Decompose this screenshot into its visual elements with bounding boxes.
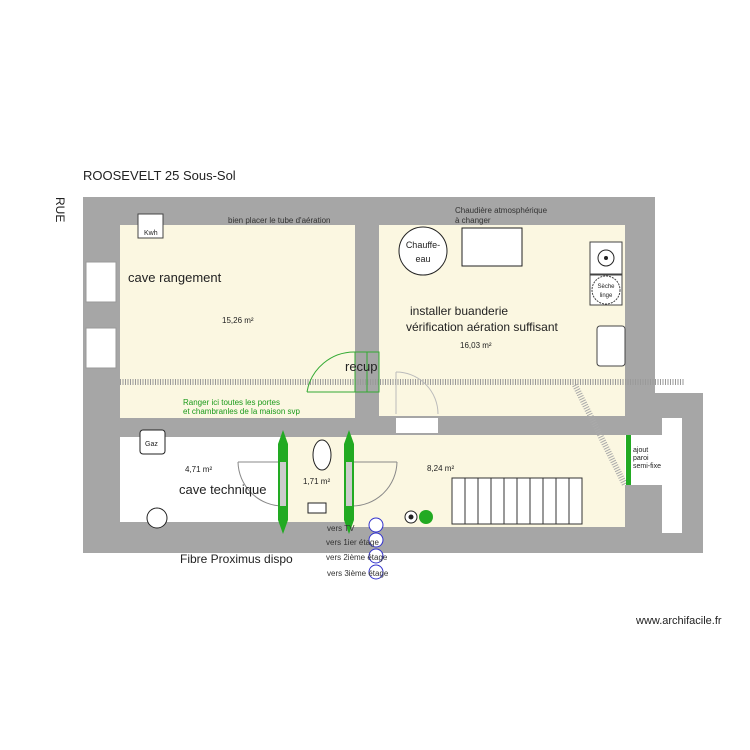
door-frame (346, 462, 352, 506)
dryer-label-2: linge (600, 293, 613, 299)
area-cave-rangement: 15,26 m² (222, 316, 254, 325)
annex-opening (662, 418, 682, 533)
dryer-drum-icon (591, 275, 621, 305)
door-frame (280, 462, 286, 506)
network-label: vers 1ier étage (326, 538, 379, 547)
sink (596, 325, 626, 367)
boiler (461, 227, 523, 267)
network-label: vers TV (327, 524, 355, 533)
semi-fixed-wall (626, 435, 631, 485)
door-recup-leaf[interactable] (366, 351, 380, 393)
gas-meter (139, 429, 166, 455)
note-portes-2: et chambranles de la maison svp (183, 407, 301, 416)
drain-center (408, 514, 414, 520)
area-hall: 8,24 m² (427, 464, 454, 473)
room-label-cave-technique: cave technique (179, 482, 266, 497)
staircase[interactable] (451, 477, 583, 525)
watermark: www.archifacile.fr (635, 615, 722, 627)
room-label-buanderie-2: vérification aération suffisant (406, 320, 559, 334)
area-buanderie: 16,03 m² (460, 341, 492, 350)
room-label-cave-rangement: cave rangement (128, 270, 222, 285)
water-heater-label: Chauffe- (406, 240, 440, 250)
door-swing-technique[interactable] (237, 461, 284, 507)
room-cave-rangement[interactable] (120, 225, 355, 418)
note-paroi-3: semi-fixe (633, 463, 661, 470)
door-swing-stairs[interactable] (395, 371, 439, 415)
door-swing-recup[interactable] (306, 351, 356, 393)
area-cave-technique: 4,71 m² (185, 465, 212, 474)
street-label: RUE (53, 197, 67, 222)
window (85, 327, 117, 369)
dryer-label: Sèche (597, 284, 615, 290)
network-label: vers 2ième étage (326, 553, 388, 562)
washing-drum-center (604, 256, 608, 260)
water-heater-label-2: eau (415, 254, 430, 264)
door-opening (396, 418, 438, 433)
room-label-recup: recup (345, 359, 378, 374)
door-swing-wc[interactable] (351, 461, 398, 507)
hatched-diagonal (572, 383, 628, 487)
note-chaudiere-2: à changer (455, 216, 491, 225)
network-outlets (368, 517, 384, 580)
valve-icon (419, 510, 433, 524)
window (85, 261, 117, 303)
toilet (312, 439, 332, 471)
dryer (589, 274, 623, 306)
electric-panel (146, 507, 168, 529)
room-label-buanderie: installer buanderie (410, 304, 508, 318)
note-fibre: Fibre Proximus dispo (180, 552, 293, 566)
note-chaudiere: Chaudière atmosphérique (455, 206, 548, 215)
note-paroi-2: paroi (633, 455, 649, 462)
note-aeration: bien placer le tube d'aération (228, 216, 331, 225)
network-label: vers 3ième étage (327, 569, 389, 578)
water-heater (398, 226, 448, 276)
wc-sink (307, 502, 327, 514)
page-title: ROOSEVELT 25 Sous-Sol (83, 168, 236, 183)
note-paroi: ajout (633, 447, 648, 454)
washing-drum-icon (597, 249, 615, 267)
gas-label: Gaz (145, 441, 158, 448)
note-portes: Ranger ici toutes les portes (183, 398, 280, 407)
kwh-label: Kwh (144, 230, 158, 237)
electric-meter (137, 213, 164, 239)
area-wc: 1,71 m² (303, 477, 330, 486)
